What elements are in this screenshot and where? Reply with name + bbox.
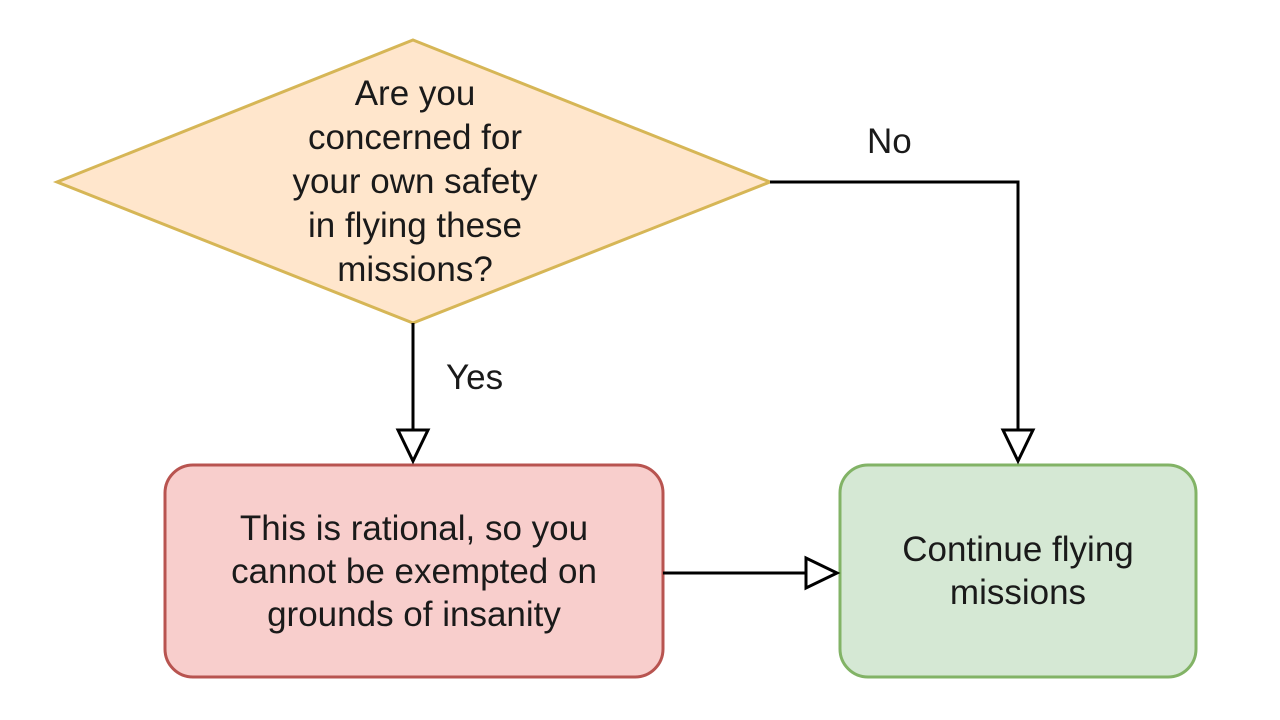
edge-no-arrowhead <box>1000 428 1036 465</box>
rational-label-line: cannot be exempted on <box>231 551 597 591</box>
rational-label-line: grounds of insanity <box>267 594 561 634</box>
edge-yes-label: Yes <box>446 358 504 397</box>
edge-no-connector <box>770 180 1020 430</box>
continue-label-line: Continue flying <box>902 530 1134 569</box>
edge-yes-arrowhead <box>395 428 431 465</box>
edge-no-label: No <box>867 122 912 161</box>
rational-label: This is rational, so you cannot be exemp… <box>168 468 660 674</box>
decision-label: Are you concerned for your own safety in… <box>210 68 620 296</box>
continue-box[interactable] <box>838 463 1198 679</box>
decision-label-line: your own safety <box>292 162 538 201</box>
continue-label-line: missions <box>949 573 1087 612</box>
decision-label-line: in flying these <box>307 206 523 245</box>
rational-label-line: This is rational, so you <box>239 508 589 548</box>
rational-box[interactable] <box>163 463 665 679</box>
decision-label-line: concerned for <box>307 118 523 157</box>
continue-label: Continue flying missions <box>842 468 1194 674</box>
edge-rational-to-continue-arrowhead <box>804 555 841 591</box>
decision-label-line: missions? <box>337 250 493 289</box>
decision-label-line: Are you <box>354 74 476 113</box>
